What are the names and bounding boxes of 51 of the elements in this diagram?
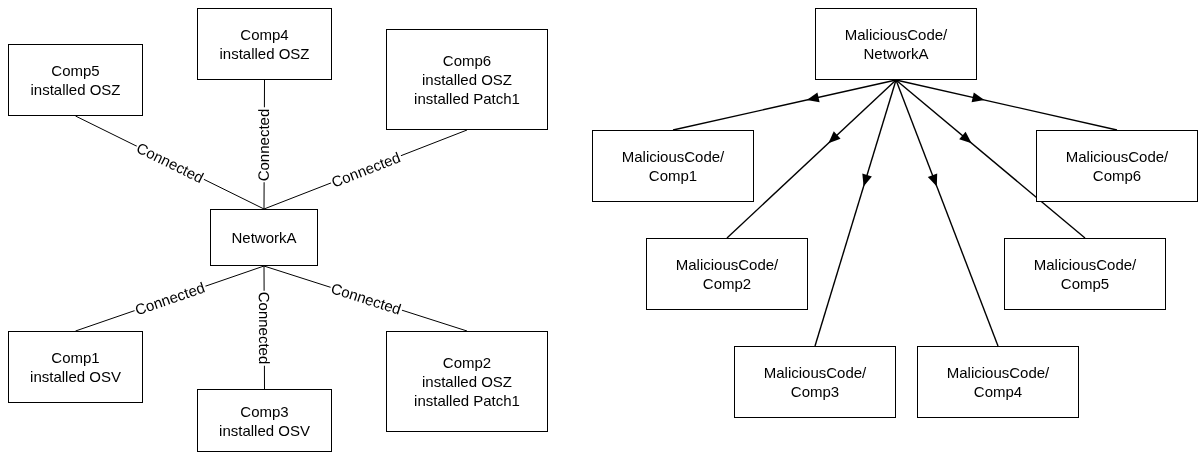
box-text: MaliciousCode/: [675, 255, 779, 274]
process-box: [197, 8, 332, 80]
process-box: [8, 44, 143, 116]
box-text: Comp6: [1092, 166, 1142, 185]
edge-label: Connected: [256, 107, 273, 182]
box-text: installed OSZ: [30, 80, 121, 99]
process-box: [386, 331, 548, 432]
box-text: installed OSV: [219, 420, 310, 440]
process-box: [197, 389, 332, 452]
box-text: NetworkA: [231, 228, 297, 247]
box-text: Comp2: [442, 353, 492, 372]
box-text: Comp3: [240, 401, 289, 421]
process-box: [1004, 238, 1166, 310]
arrow: [895, 79, 1118, 131]
arrow: [726, 79, 897, 239]
arrow: [895, 79, 1086, 239]
process-box: [210, 209, 318, 266]
box-text: installed OSZ: [421, 372, 512, 391]
box-text: NetworkA: [863, 44, 929, 63]
box-text: installed Patch1: [414, 89, 520, 108]
box-text: MaliciousCode/: [844, 25, 948, 44]
box-text: installed OSV: [30, 367, 121, 386]
process-box: [386, 29, 548, 130]
process-box: [8, 331, 143, 403]
box-text: MaliciousCode/: [946, 363, 1050, 382]
box-text: Comp5: [51, 61, 100, 80]
box-text: Comp4: [240, 25, 289, 44]
box-text: installed OSZ: [219, 44, 310, 63]
box-text: Comp3: [790, 382, 840, 401]
process-box: [646, 238, 808, 310]
box-text: MaliciousCode/: [1065, 147, 1169, 166]
arrow: [895, 79, 999, 347]
arrow: [672, 79, 897, 131]
process-box: [1036, 130, 1198, 202]
box-text: Comp1: [648, 166, 698, 185]
process-box: [592, 130, 754, 202]
box-text: MaliciousCode/: [763, 363, 867, 382]
box-text: MaliciousCode/: [1033, 255, 1137, 274]
box-text: Comp1: [51, 348, 100, 367]
box-text: installed OSZ: [421, 70, 512, 89]
arrow: [814, 79, 897, 347]
box-text: Comp6: [442, 51, 492, 70]
process-box: [917, 346, 1079, 418]
box-text: Comp4: [973, 382, 1023, 401]
box-text: installed Patch1: [414, 391, 520, 410]
box-text: Comp5: [1060, 274, 1110, 293]
box-text: Comp2: [702, 274, 752, 293]
process-box: [815, 8, 977, 80]
edge-label: Connected: [256, 290, 273, 365]
process-box: [734, 346, 896, 418]
box-text: MaliciousCode/: [621, 147, 725, 166]
